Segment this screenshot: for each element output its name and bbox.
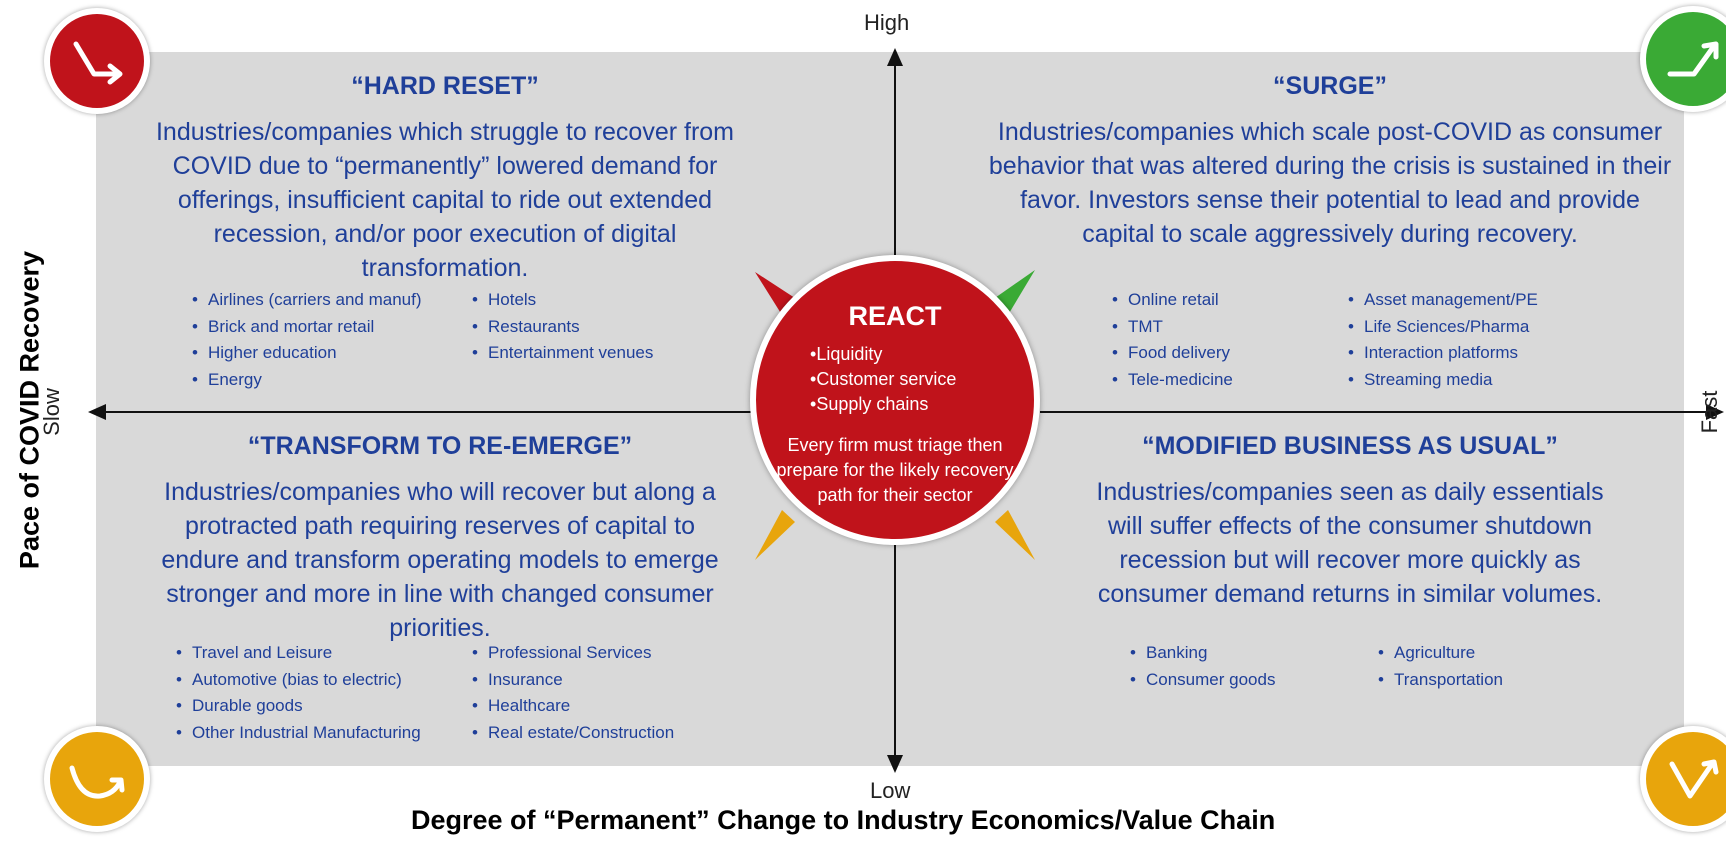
- react-note: Every firm must triage then prepare for …: [776, 435, 1014, 505]
- surge-list: Online retail TMT Food delivery Tele-med…: [1112, 287, 1538, 393]
- axis-label-fast: Fast: [1697, 390, 1722, 434]
- modified-list: Banking Consumer goods Agriculture Trans…: [1130, 640, 1503, 693]
- list-item: Brick and mortar retail: [192, 314, 472, 341]
- hard-reset-badge: [44, 8, 150, 114]
- quadrant-transform: “TRANSFORM TO RE-EMERGE” Industries/comp…: [150, 432, 730, 645]
- list-item: Insurance: [472, 667, 674, 694]
- list-item: Tele-medicine: [1112, 367, 1348, 394]
- list-item: Streaming media: [1348, 367, 1538, 394]
- list-item: Life Sciences/Pharma: [1348, 314, 1538, 341]
- list-item: Energy: [192, 367, 472, 394]
- arrow-up-right-icon: [1667, 41, 1719, 77]
- list-item: Healthcare: [472, 693, 674, 720]
- v-curve-icon: [1669, 759, 1719, 799]
- list-item: Food delivery: [1112, 340, 1348, 367]
- transform-badge: [44, 726, 150, 832]
- list-item: Hotels: [472, 287, 653, 314]
- surge-badge: [1640, 6, 1726, 112]
- react-title: REACT: [848, 301, 942, 331]
- list-item: Durable goods: [176, 693, 472, 720]
- list-item: Higher education: [192, 340, 472, 367]
- list-item: Liquidity: [810, 342, 980, 367]
- amber-pointer-right: [995, 510, 1035, 560]
- list-item: Professional Services: [472, 640, 674, 667]
- modified-description: Industries/companies seen as daily essen…: [1096, 478, 1604, 608]
- quadrant-surge: “SURGE” Industries/companies which scale…: [985, 72, 1675, 251]
- axis-label-high: High: [864, 10, 910, 35]
- list-item: Consumer goods: [1130, 667, 1378, 694]
- list-item: Online retail: [1112, 287, 1348, 314]
- quadrant-hard-reset: “HARD RESET” Industries/companies which …: [145, 72, 745, 285]
- react-list: Liquidity Customer service Supply chains: [810, 342, 980, 417]
- list-item: Airlines (carriers and manuf): [192, 287, 472, 314]
- transform-description: Industries/companies who will recover bu…: [161, 478, 719, 642]
- list-item: Travel and Leisure: [176, 640, 472, 667]
- list-item: TMT: [1112, 314, 1348, 341]
- list-item: Asset management/PE: [1348, 287, 1538, 314]
- surge-title: “SURGE”: [1273, 72, 1387, 100]
- arrow-down-right-icon: [73, 41, 123, 85]
- list-item: Customer service: [810, 367, 980, 392]
- amber-pointer-left: [755, 510, 795, 560]
- modified-title: “MODIFIED BUSINESS AS USUAL”: [1142, 432, 1558, 460]
- list-item: Transportation: [1378, 667, 1503, 694]
- quadrant-modified: “MODIFIED BUSINESS AS USUAL” Industries/…: [1080, 432, 1620, 611]
- transform-list: Travel and Leisure Automotive (bias to e…: [176, 640, 674, 746]
- list-item: Real estate/Construction: [472, 720, 674, 747]
- list-item: Banking: [1130, 640, 1378, 667]
- list-item: Restaurants: [472, 314, 653, 341]
- list-item: Agriculture: [1378, 640, 1503, 667]
- hard-reset-description: Industries/companies which struggle to r…: [155, 118, 735, 282]
- modified-badge: [1640, 726, 1726, 832]
- axis-label-low: Low: [870, 778, 911, 803]
- list-item: Supply chains: [810, 392, 980, 417]
- x-axis-title: Degree of “Permanent” Change to Industry…: [411, 805, 1276, 835]
- hard-reset-title: “HARD RESET”: [351, 72, 539, 100]
- transform-title: “TRANSFORM TO RE-EMERGE”: [247, 432, 633, 460]
- hard-reset-list: Airlines (carriers and manuf) Brick and …: [192, 287, 653, 393]
- list-item: Interaction platforms: [1348, 340, 1538, 367]
- surge-description: Industries/companies which scale post-CO…: [988, 118, 1672, 248]
- u-curve-icon: [69, 765, 125, 799]
- react-circle: REACT Liquidity Customer service Supply …: [750, 255, 1040, 545]
- y-axis-title: Pace of COVID Recovery: [14, 250, 45, 570]
- list-item: Other Industrial Manufacturing: [176, 720, 472, 747]
- list-item: Entertainment venues: [472, 340, 653, 367]
- list-item: Automotive (bias to electric): [176, 667, 472, 694]
